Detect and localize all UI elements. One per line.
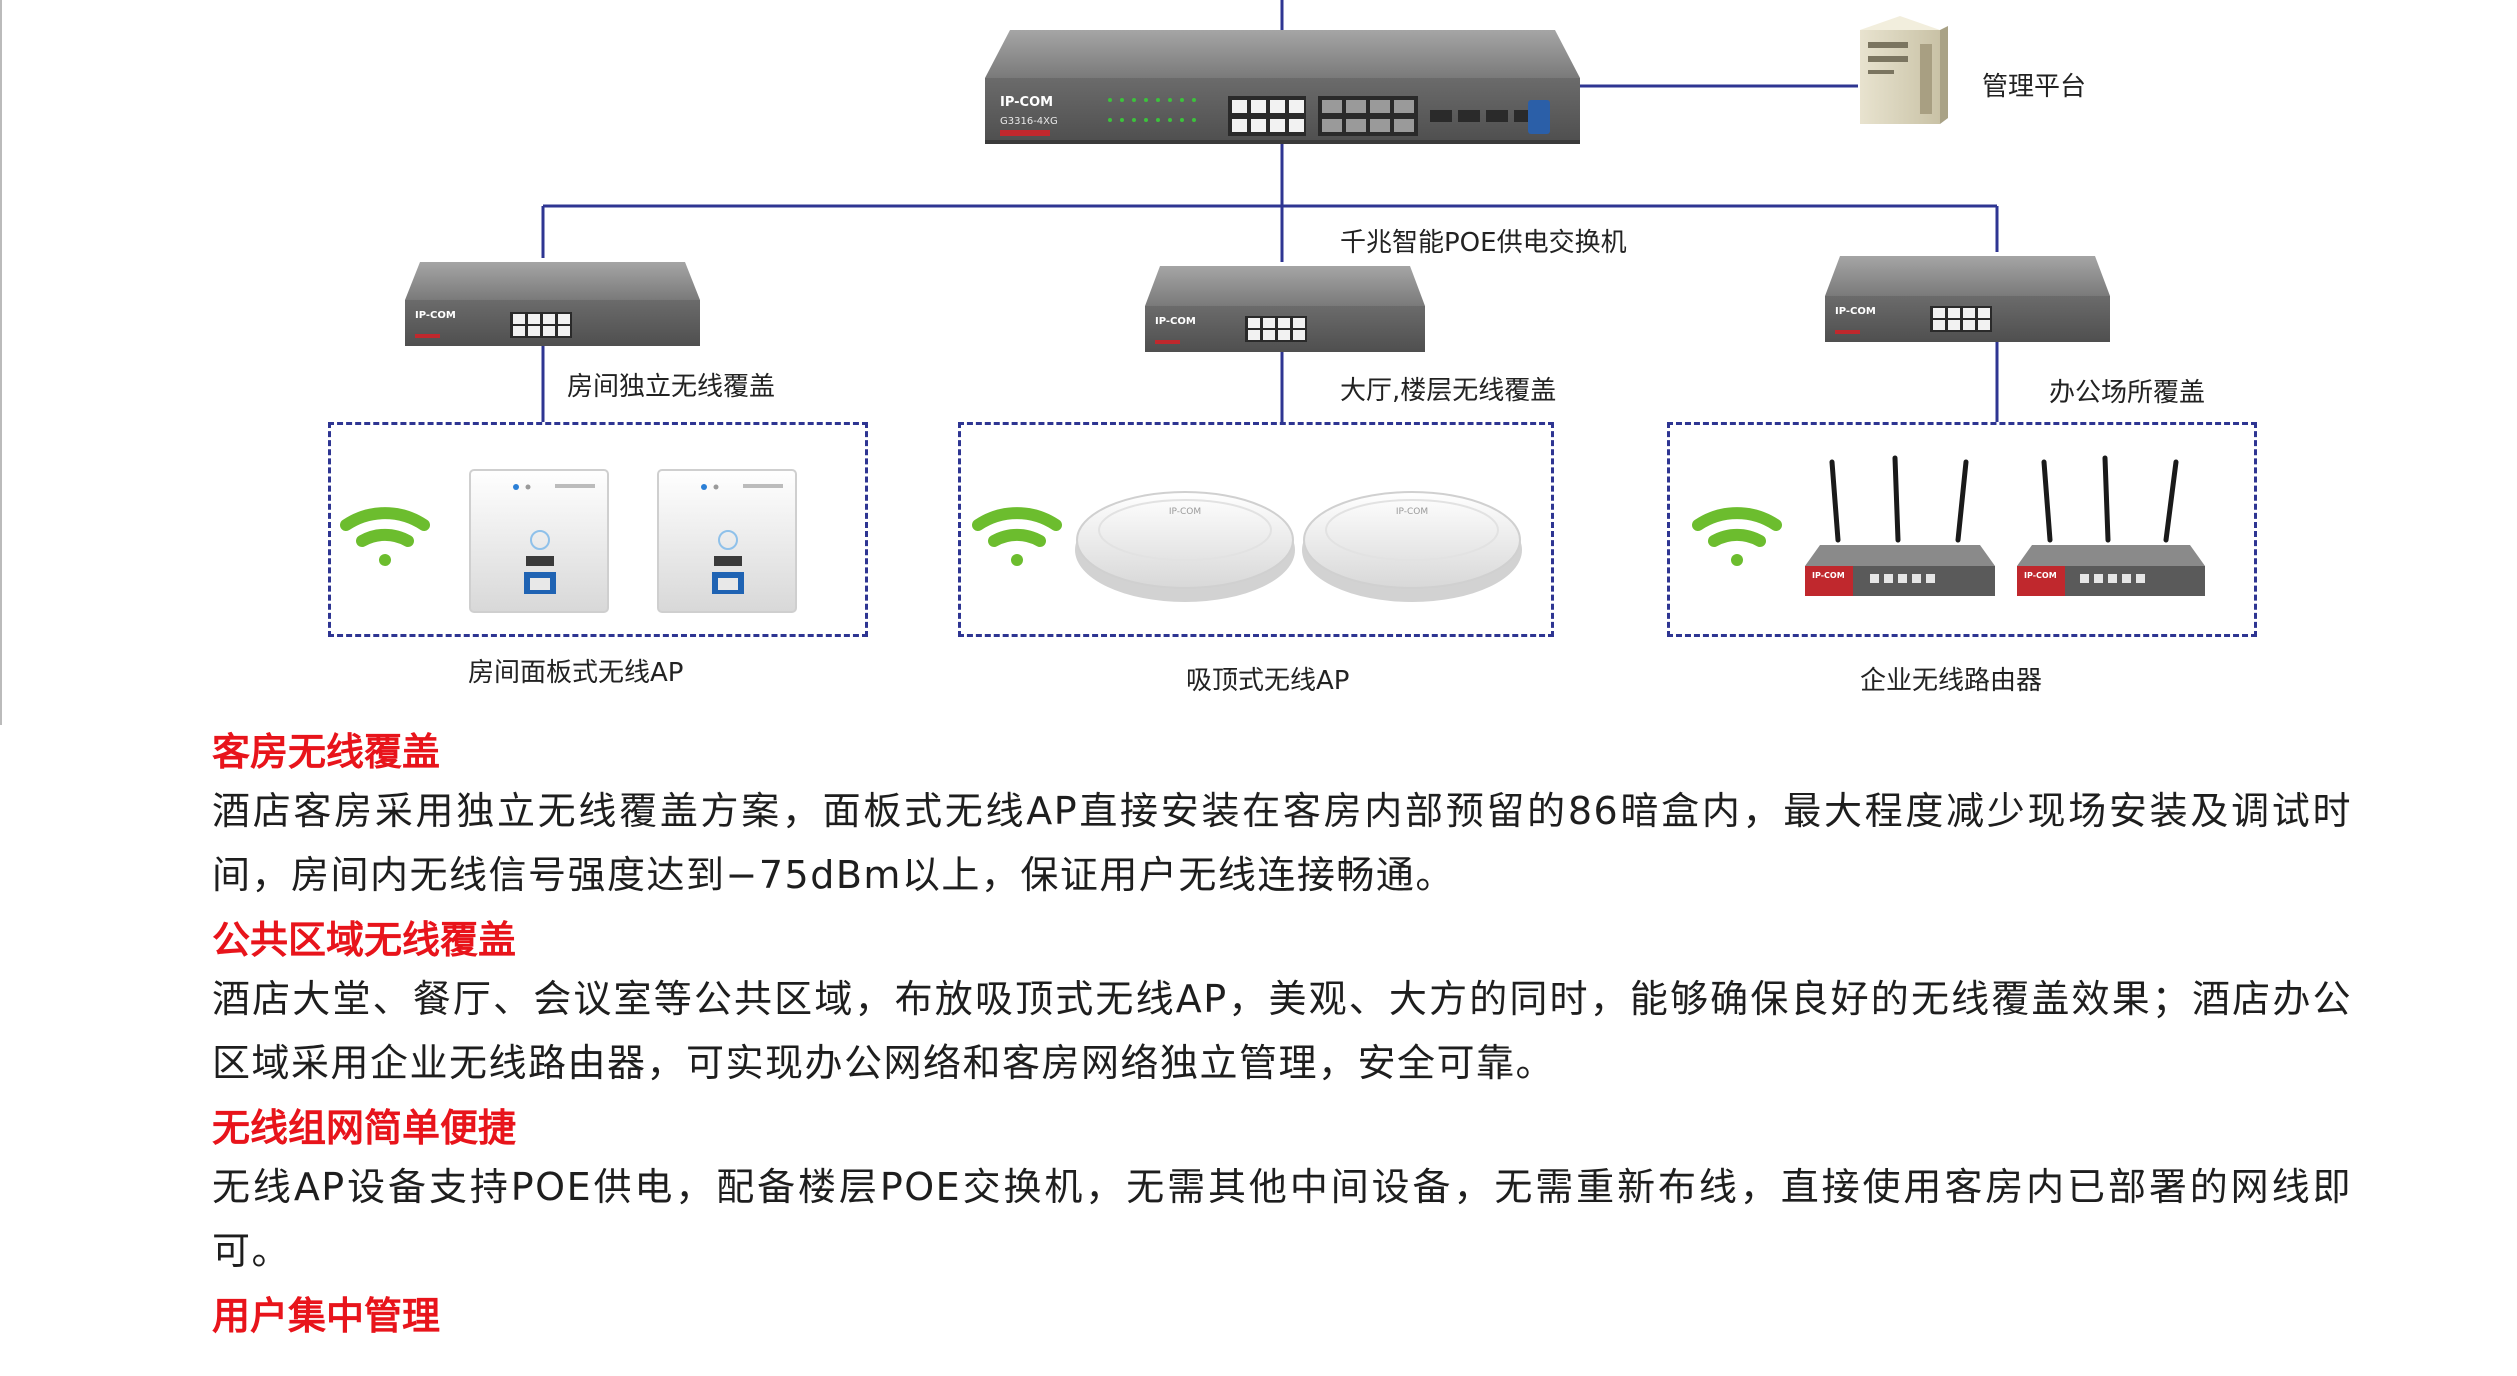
panel-ap-device — [469, 469, 609, 613]
section-heading: 客房无线覆盖 — [212, 730, 441, 774]
panel-ap-group-label: 房间面板式无线AP — [468, 658, 684, 688]
ceiling-ap-brand: IP-COM — [1169, 507, 1201, 517]
core-switch-model: G3316-4XG — [1000, 116, 1058, 127]
switch-2-brand: IP-COM — [1155, 316, 1196, 327]
switch-2-label: 大厅,楼层无线覆盖 — [1340, 376, 1557, 406]
core-poe-switch: IP-COM G3316-4XG — [985, 30, 1580, 144]
section-public-area-coverage: 公共区域无线覆盖 酒店大堂、餐厅、会议室等公共区域，布放吸顶式无线AP，美观、大… — [212, 913, 2352, 1095]
network-topology-diagram: IP-COM G3316-4XG I — [0, 0, 2205, 725]
router-brand: IP-COM — [2024, 571, 2057, 580]
ceiling-ap-brand: IP-COM — [1396, 507, 1428, 517]
section-body: 酒店大堂、餐厅、会议室等公共区域，布放吸顶式无线AP，美观、大方的同时，能够确保… — [212, 977, 2352, 1085]
panel-ap-device — [657, 469, 797, 613]
management-label: 管理平台 — [1982, 72, 2087, 102]
wifi-icon — [1692, 507, 1782, 566]
access-switch-2: IP-COM — [1145, 266, 1425, 352]
management-server — [1860, 16, 1948, 124]
wifi-icon — [972, 507, 1062, 566]
switch-3-label: 办公场所覆盖 — [2049, 378, 2206, 408]
wireless-router-device: IP-COM — [1805, 455, 1995, 596]
section-simple-networking: 无线组网简单便捷 无线AP设备支持POE供电，配备楼层POE交换机，无需其他中间… — [212, 1101, 2352, 1283]
switch-1-brand: IP-COM — [415, 310, 456, 321]
section-body: 酒店客房采用独立无线覆盖方案，面板式无线AP直接安装在客房内部预留的86暗盒内，… — [212, 789, 2352, 897]
core-switch-brand: IP-COM — [1000, 95, 1053, 110]
core-switch-label: 千兆智能POE供电交换机 — [1340, 228, 1627, 258]
router-group-label: 企业无线路由器 — [1860, 666, 2043, 696]
section-heading: 无线组网简单便捷 — [212, 1106, 517, 1150]
ceiling-ap-group-label: 吸顶式无线AP — [1186, 666, 1350, 696]
section-heading: 用户集中管理 — [212, 1294, 441, 1338]
ceiling-ap-device: IP-COM — [1302, 491, 1522, 602]
router-brand: IP-COM — [1812, 571, 1845, 580]
ceiling-ap-group — [958, 422, 1554, 637]
section-body: 无线AP设备支持POE供电，配备楼层POE交换机，无需其他中间设备，无需重新布线… — [212, 1165, 2352, 1273]
wireless-router-device: IP-COM — [2017, 455, 2205, 596]
section-guest-room-coverage: 客房无线覆盖 酒店客房采用独立无线覆盖方案，面板式无线AP直接安装在客房内部预留… — [212, 725, 2352, 907]
link-lines — [541, 0, 1999, 422]
section-centralized-management: 用户集中管理 — [212, 1289, 2352, 1343]
access-switch-1: IP-COM — [405, 262, 700, 346]
switch-1-label: 房间独立无线覆盖 — [567, 372, 776, 402]
ceiling-ap-device: IP-COM — [1075, 491, 1295, 602]
switch-3-brand: IP-COM — [1835, 306, 1876, 317]
section-heading: 公共区域无线覆盖 — [212, 918, 517, 962]
access-switch-3: IP-COM — [1825, 256, 2110, 342]
description-sections: 客房无线覆盖 酒店客房采用独立无线覆盖方案，面板式无线AP直接安装在客房内部预留… — [212, 725, 2352, 1349]
router-group — [1667, 422, 2257, 637]
wifi-icon — [340, 507, 430, 566]
panel-ap-group — [328, 422, 868, 637]
